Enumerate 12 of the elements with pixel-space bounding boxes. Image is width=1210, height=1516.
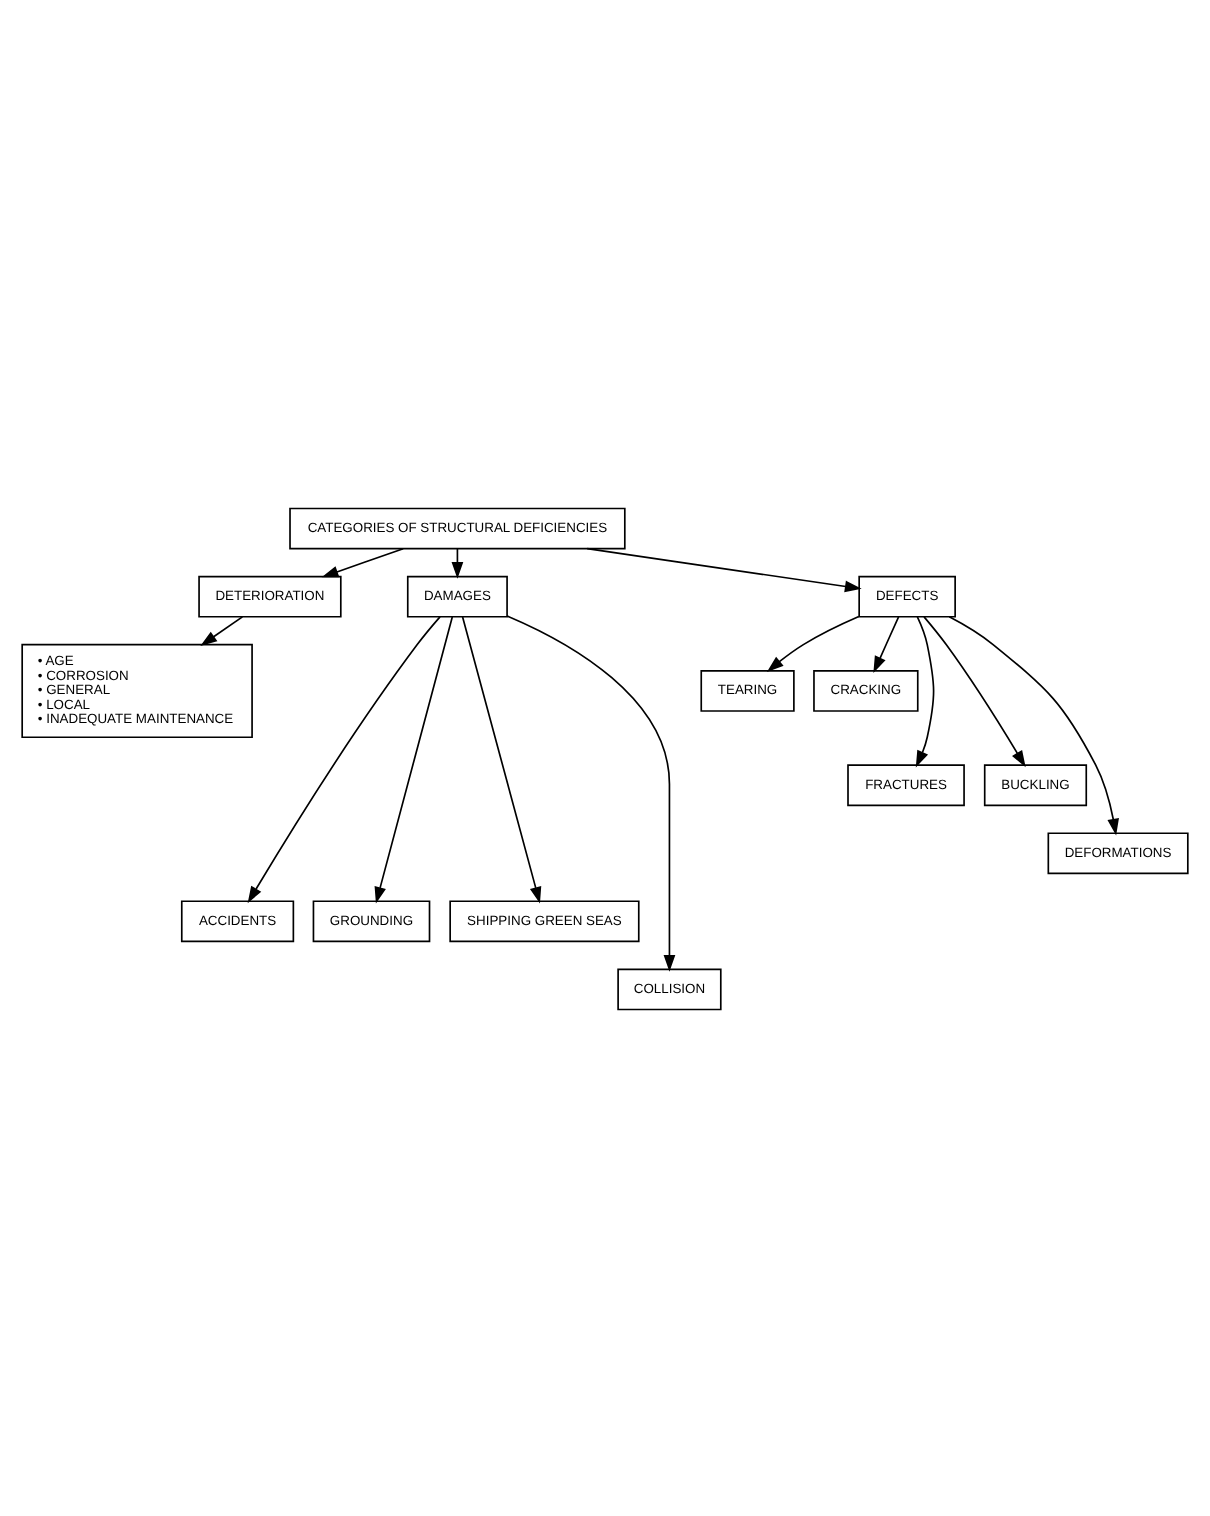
arrow [948, 614, 1119, 835]
arrow [321, 546, 405, 577]
arrow [374, 615, 454, 903]
arrow [506, 614, 676, 971]
arrow [923, 615, 1026, 767]
arrow [766, 614, 860, 671]
arrow [200, 614, 244, 645]
arrow [461, 615, 542, 903]
arrow [915, 614, 935, 767]
arrow [873, 614, 900, 673]
arrow [247, 615, 441, 903]
arrow [586, 546, 862, 592]
